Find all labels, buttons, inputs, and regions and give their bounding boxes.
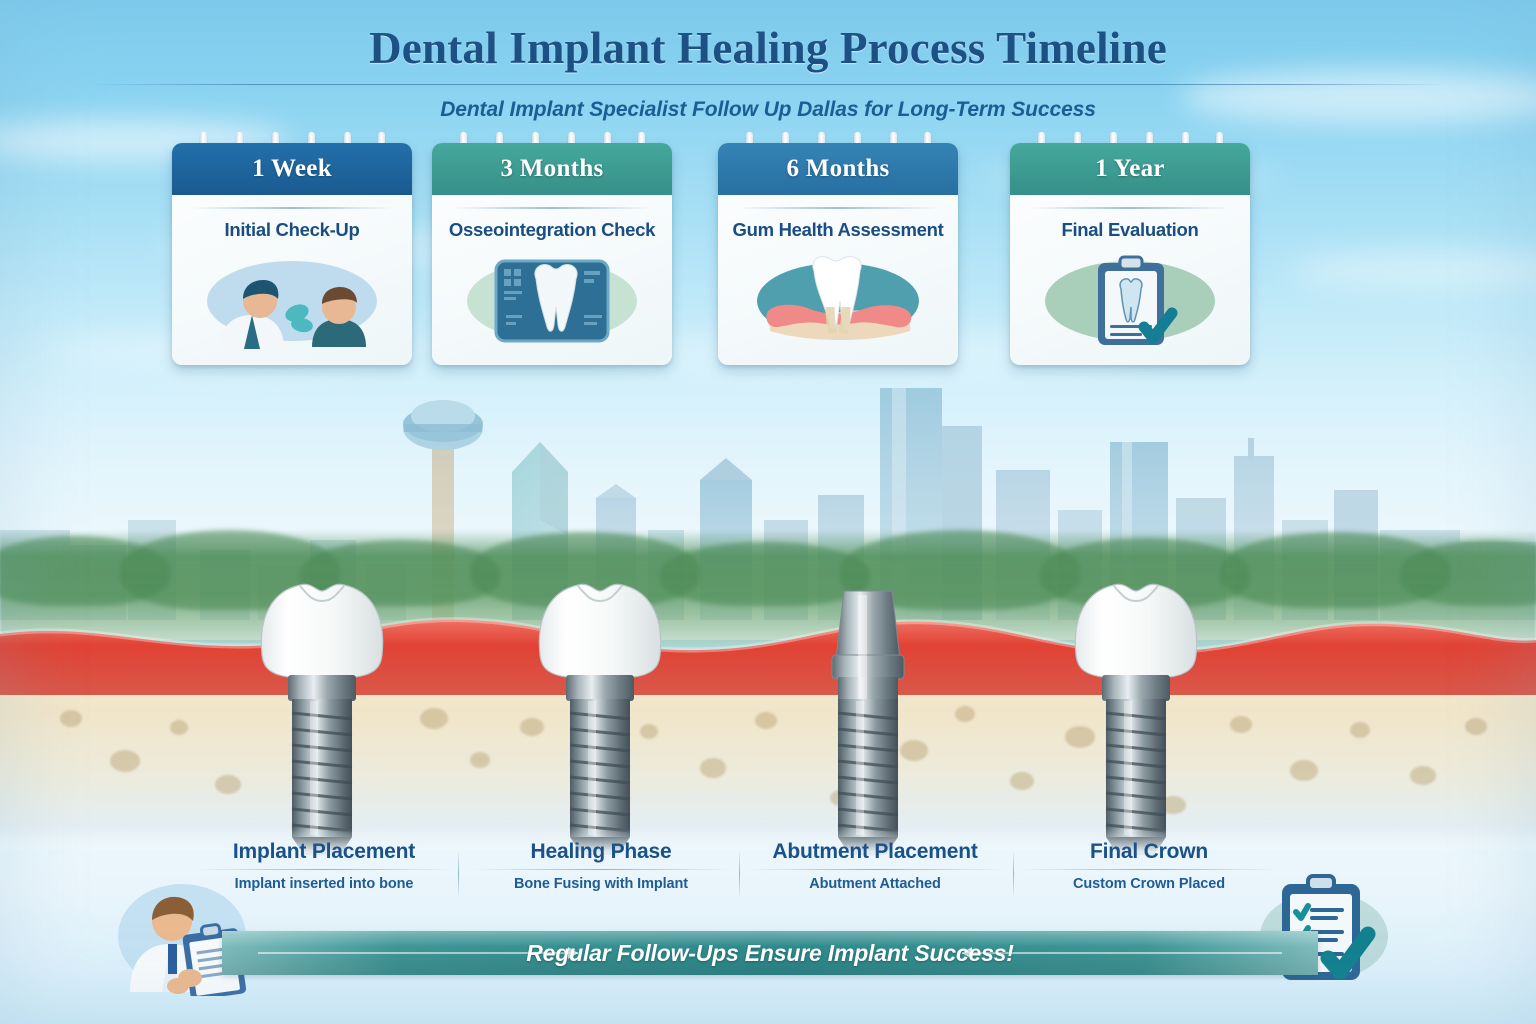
cloud-shape [1290,250,1536,290]
stage-divider [458,850,459,898]
stage-label-4: Final Crown Custom Crown Placed [1014,840,1284,892]
banner-text: Regular Follow-Ups Ensure Implant Succes… [526,939,1014,966]
dental-xray-tooth-icon [444,249,660,353]
stage-label-1: Implant Placement Implant inserted into … [189,840,459,892]
timeline-card-1-week[interactable]: 1 Week Initial Check-Up [172,132,412,365]
calendar-rings [172,132,412,152]
card-period-label: 6 Months [786,155,890,182]
stage-title: Implant Placement [232,840,416,863]
infographic-header: Dental Implant Healing Process Timeline … [0,0,1536,122]
card-rule [738,207,938,209]
stage-label-row: Implant Placement Implant inserted into … [0,840,1536,908]
stage-caption: Custom Crown Placed [1073,876,1225,892]
implant-illustrations [260,583,1198,855]
page-subtitle: Dental Implant Specialist Follow Up Dall… [440,98,1096,121]
stage-rule [1020,869,1278,870]
stage-rule [195,869,453,870]
stage-label-3: Abutment Placement Abutment Attached [740,840,1010,892]
stage-title: Final Crown [1090,840,1208,863]
stage-title: Abutment Placement [772,840,978,863]
implant-with-crown-2 [538,583,662,855]
implant-with-crown-3 [1074,583,1198,855]
implant-with-abutment [831,590,905,855]
card-header-2: 3 Months [432,143,672,195]
card-header-3: 6 Months [718,143,958,195]
cta-banner: Regular Follow-Ups Ensure Implant Succes… [222,931,1318,975]
card-rule [1030,207,1230,209]
card-title-label: Initial Check-Up [224,219,360,240]
stage-divider [1013,850,1014,898]
stage-divider [739,850,740,898]
timeline-card-1-year[interactable]: 1 Year Final Evaluation [1010,132,1250,365]
dentist-patient-exam-icon [184,249,400,353]
page-title: Dental Implant Healing Process Timeline [369,23,1167,73]
card-rule [452,207,652,209]
stage-rule [472,869,730,870]
banner-arrow-left [258,947,578,959]
card-header-1: 1 Week [172,143,412,195]
banner-arrow-right [962,947,1282,959]
stage-rule [746,869,1004,870]
card-rule [192,207,392,209]
stage-label-2: Healing Phase Bone Fusing with Implant [466,840,736,892]
title-divider [88,84,1448,85]
calendar-rings [432,132,672,152]
card-title-label: Osseointegration Check [448,219,656,240]
calendar-rings [1010,132,1250,152]
stage-caption: Implant inserted into bone [234,876,414,892]
tooth-in-gum-icon [730,249,946,353]
jaw-cross-section [0,600,1536,850]
implant-with-crown-1 [260,583,384,855]
stage-title: Healing Phase [530,840,672,863]
card-period-label: 1 Year [1095,155,1165,182]
card-period-label: 1 Week [252,155,332,182]
clipboard-tooth-check-icon [1022,249,1238,353]
calendar-rings [718,132,958,152]
stage-caption: Abutment Attached [809,876,941,892]
timeline-card-row: 1 Week Initial Check-Up [0,132,1536,373]
stage-caption: Bone Fusing with Implant [513,876,688,892]
card-period-label: 3 Months [500,155,604,182]
card-header-4: 1 Year [1010,143,1250,195]
cloud-shape [1180,70,1536,124]
card-title-label: Final Evaluation [1061,219,1199,240]
timeline-card-3-months[interactable]: 3 Months Osseointegration Check [432,132,672,365]
card-title-label: Gum Health Assessment [732,219,944,240]
timeline-card-6-months[interactable]: 6 Months Gum Health Assessment [718,132,958,365]
